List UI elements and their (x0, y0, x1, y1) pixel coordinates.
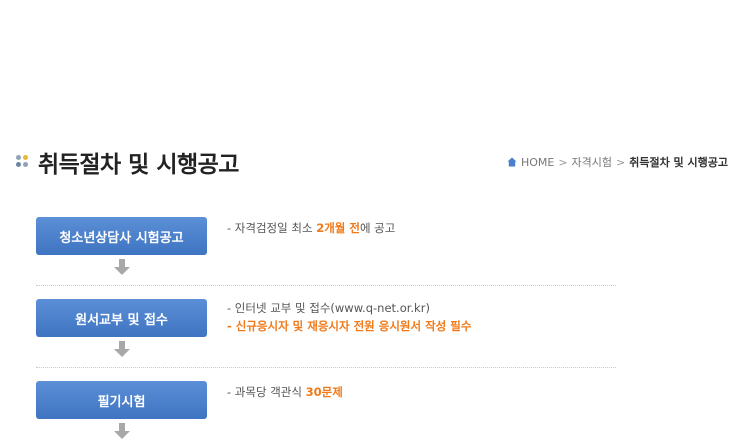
description-text: - 인터넷 교부 및 접수(www.q-net.or.kr) (227, 301, 430, 315)
description-text: - 과목당 객관식 (227, 385, 306, 399)
highlight-text: 30문제 (305, 385, 343, 399)
down-arrow-icon (114, 259, 130, 275)
step-announcement-description: - 자격검정일 최소 2개월 전에 공고 (227, 219, 395, 237)
page-title: 취득절차 및 시행공고 (38, 152, 239, 178)
breadcrumb-item-exam[interactable]: 자격시험 (571, 156, 613, 169)
step-divider (36, 285, 616, 286)
step-written-exam-button[interactable]: 필기시험 (36, 381, 207, 419)
breadcrumb-item-current: 취득절차 및 시행공고 (629, 156, 728, 169)
step-application-description: - 인터넷 교부 및 접수(www.q-net.or.kr) - 신규응시자 및… (227, 299, 471, 335)
description-required-text: - 신규응시자 및 재응시자 전원 응시원서 작성 필수 (227, 319, 472, 333)
breadcrumb-home-link[interactable]: HOME (520, 155, 555, 169)
down-arrow-icon (114, 423, 130, 439)
title-bullet-icon (16, 155, 30, 169)
step-written-exam-description: - 과목당 객관식 30문제 (227, 383, 343, 401)
breadcrumb-separator: > (616, 155, 626, 169)
description-text: - 자격검정일 최소 (227, 221, 317, 235)
step-application-button[interactable]: 원서교부 및 접수 (36, 299, 207, 337)
home-icon (507, 157, 517, 167)
description-text: 에 공고 (359, 221, 396, 235)
step-divider (36, 367, 616, 368)
step-announcement-button[interactable]: 청소년상담사 시험공고 (36, 217, 207, 255)
down-arrow-icon (114, 341, 130, 357)
highlight-text: 2개월 전 (316, 221, 360, 235)
breadcrumb: HOME > 자격시험 > 취득절차 및 시행공고 (507, 154, 728, 170)
breadcrumb-separator: > (558, 155, 568, 169)
page-header: 취득절차 및 시행공고 HOME > 자격시험 > 취득절차 및 시행공고 (16, 144, 728, 178)
